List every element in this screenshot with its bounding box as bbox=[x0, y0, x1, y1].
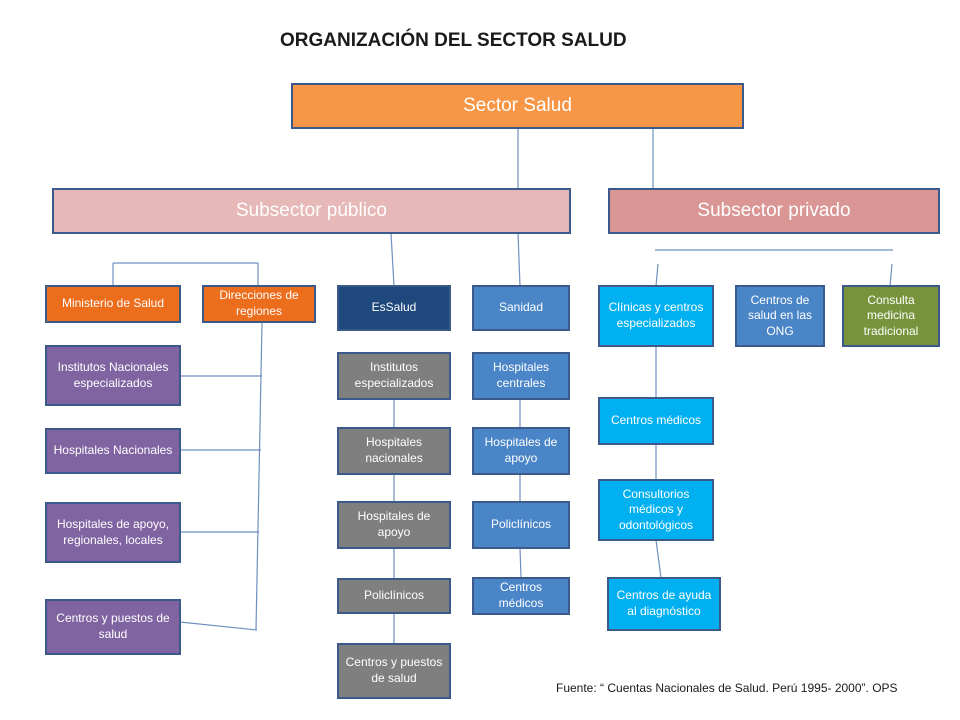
source-note: Fuente: “ Cuentas Nacionales de Salud. P… bbox=[556, 681, 898, 695]
minsa-item-box: Hospitales de apoyo, regionales, locales bbox=[45, 502, 181, 563]
minsa-item-box: Hospitales Nacionales bbox=[45, 428, 181, 474]
essalud-item-box: Policlínicos bbox=[337, 578, 451, 614]
medicina-tradicional-box: Consulta medicina tradicional bbox=[842, 285, 940, 347]
sanidad-item-box: Policlínicos bbox=[472, 501, 570, 549]
private-item-box: Centros de ayuda al diagnóstico bbox=[607, 577, 721, 631]
minsa-item-box: Centros y puestos de salud bbox=[45, 599, 181, 655]
clinicas-box: Clínicas y centros especializados bbox=[598, 285, 714, 347]
sector-salud-box: Sector Salud bbox=[291, 83, 744, 129]
ministerio-salud-box: Ministerio de Salud bbox=[45, 285, 181, 323]
subsector-publico-box: Subsector público bbox=[52, 188, 571, 234]
page-title: ORGANIZACIÓN DEL SECTOR SALUD bbox=[280, 30, 627, 51]
essalud-item-box: Hospitales de apoyo bbox=[337, 501, 451, 549]
subsector-privado-box: Subsector privado bbox=[608, 188, 940, 234]
sanidad-item-box: Hospitales de apoyo bbox=[472, 427, 570, 475]
ong-box: Centros de salud en las ONG bbox=[735, 285, 825, 347]
minsa-item-box: Institutos Nacionales especializados bbox=[45, 345, 181, 406]
sanidad-box: Sanidad bbox=[472, 285, 570, 331]
sanidad-item-box: Hospitales centrales bbox=[472, 352, 570, 400]
direcciones-regiones-box: Direcciones de regiones bbox=[202, 285, 316, 323]
essalud-box: EsSalud bbox=[337, 285, 451, 331]
essalud-item-box: Institutos especializados bbox=[337, 352, 451, 400]
essalud-item-box: Centros y puestos de salud bbox=[337, 643, 451, 699]
private-item-box: Centros médicos bbox=[598, 397, 714, 445]
essalud-item-box: Hospitales nacionales bbox=[337, 427, 451, 475]
private-item-box: Consultorios médicos y odontológicos bbox=[598, 479, 714, 541]
sanidad-item-box: Centros médicos bbox=[472, 577, 570, 615]
